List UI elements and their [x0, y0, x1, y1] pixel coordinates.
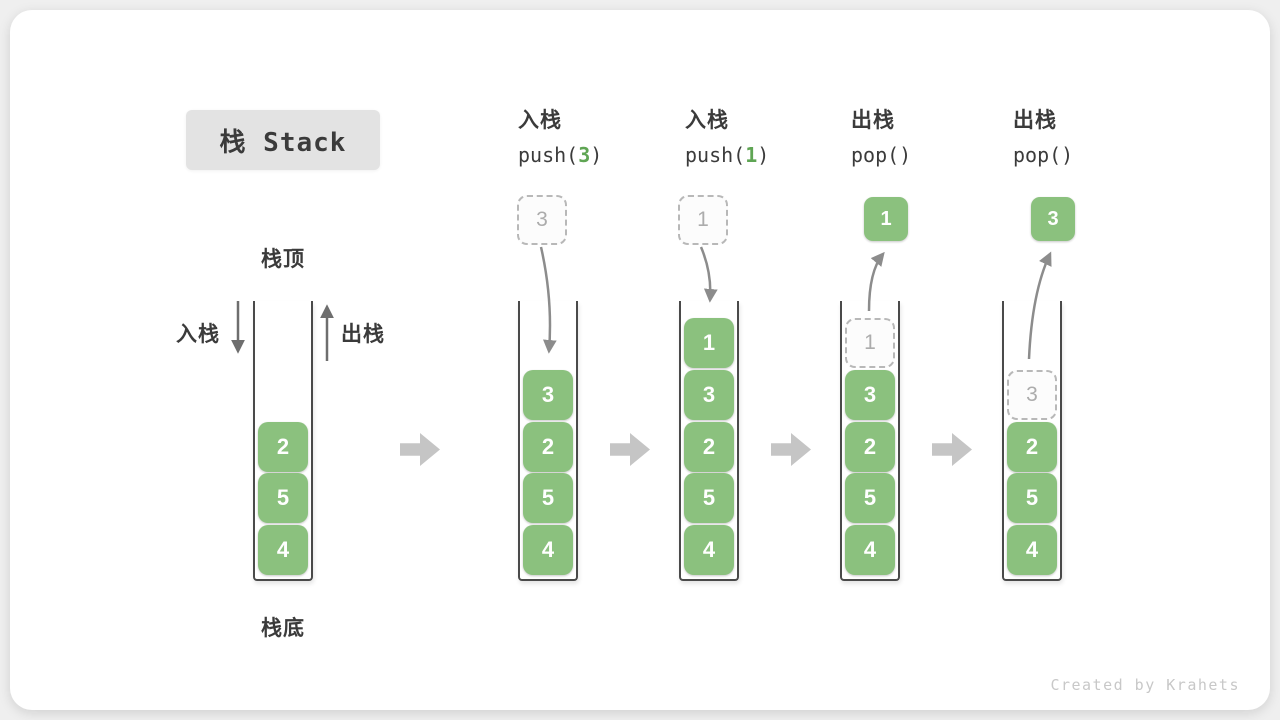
incoming-value-box: 3 — [517, 195, 567, 245]
step-op-name: 出栈 — [851, 109, 895, 132]
code-pre: push( — [518, 143, 579, 167]
stack-cell: 4 — [258, 525, 308, 575]
stack-cell: 3 — [684, 370, 734, 420]
stack-cell: 5 — [845, 473, 895, 523]
code-post: ) — [757, 143, 770, 167]
push-label: 入栈 — [176, 323, 220, 346]
step-op-code: push(3) — [518, 143, 678, 167]
title-box: 栈 Stack — [186, 110, 380, 170]
step-op-name: 入栈 — [518, 109, 562, 132]
stack-cell: 2 — [523, 422, 573, 472]
step-header-push3: 入栈 push(3) — [518, 104, 678, 167]
stack-cell: 5 — [258, 473, 308, 523]
popped-cell-placeholder: 3 — [1007, 370, 1057, 420]
stack-cell: 5 — [523, 473, 573, 523]
code-pre: push( — [685, 143, 746, 167]
stack-cell: 2 — [258, 422, 308, 472]
step-op-code: pop() — [1013, 143, 1173, 167]
step-op-code: push(1) — [685, 143, 845, 167]
step-op-name: 出栈 — [1013, 109, 1057, 132]
code-arg: 1 — [745, 143, 758, 167]
stack-cell: 4 — [684, 525, 734, 575]
popped-cell-placeholder: 1 — [845, 318, 895, 368]
watermark: Created by Krahets — [1050, 676, 1240, 694]
popped-value-box: 1 — [864, 197, 908, 241]
code-pre: pop( — [851, 143, 900, 167]
stack-cell: 4 — [1007, 525, 1057, 575]
stack-cell: 3 — [523, 370, 573, 420]
stack-cell: 2 — [684, 422, 734, 472]
step-header-pop2: 出栈 pop() — [1013, 104, 1173, 167]
code-pre: pop( — [1013, 143, 1062, 167]
stack-cell: 3 — [845, 370, 895, 420]
popped-value-box: 3 — [1031, 197, 1075, 241]
pop-label: 出栈 — [341, 323, 385, 346]
stack-cell: 5 — [1007, 473, 1057, 523]
step-op-name: 入栈 — [685, 109, 729, 132]
stack-top-label: 栈顶 — [261, 248, 305, 271]
code-post: ) — [899, 143, 912, 167]
stack-cell: 2 — [845, 422, 895, 472]
stack-cell: 4 — [523, 525, 573, 575]
code-post: ) — [590, 143, 603, 167]
step-header-pop1: 出栈 pop() — [851, 104, 1011, 167]
stack-cell: 1 — [684, 318, 734, 368]
stack-cell: 4 — [845, 525, 895, 575]
stack-cell: 5 — [684, 473, 734, 523]
diagram-title: 栈 Stack — [219, 127, 347, 158]
step-header-push1: 入栈 push(1) — [685, 104, 845, 167]
stack-bottom-label: 栈底 — [261, 617, 305, 640]
code-arg: 3 — [578, 143, 591, 167]
step-op-code: pop() — [851, 143, 1011, 167]
stack-cell: 2 — [1007, 422, 1057, 472]
code-post: ) — [1061, 143, 1074, 167]
incoming-value-box: 1 — [678, 195, 728, 245]
